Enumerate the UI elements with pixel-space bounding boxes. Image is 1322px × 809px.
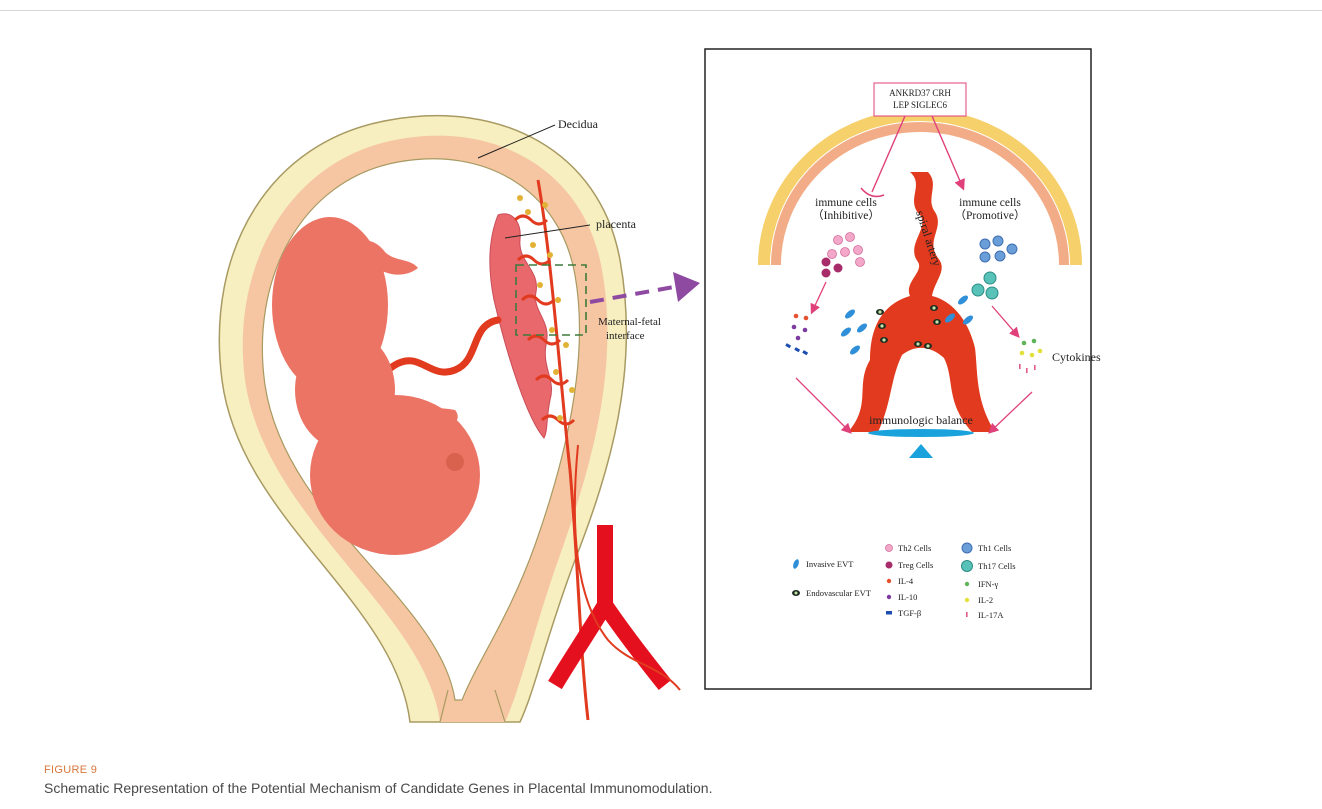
uterus-illustration — [219, 116, 700, 722]
legend-th1: Th1 Cells — [978, 543, 1011, 553]
inhibitive-line2: （Inhibitive） — [812, 209, 880, 222]
legend-th2: Th2 Cells — [898, 543, 931, 553]
figure-caption: Schematic Representation of the Potentia… — [44, 780, 713, 796]
gene-line-1: ANKRD37 CRH — [889, 88, 951, 98]
legend-ifng: IFN-γ — [978, 579, 999, 589]
label-decidua: Decidua — [558, 117, 599, 131]
label-interface-line2: interface — [606, 330, 645, 342]
promotive-line2: （Promotive） — [955, 209, 1026, 222]
label-placenta: placenta — [596, 217, 637, 231]
label-interface-line1: Maternal-fetal — [598, 316, 661, 328]
legend-il2: IL-2 — [978, 595, 993, 605]
legend-invasive-evt: Invasive EVT — [806, 559, 854, 569]
figure-label: FIGURE 9 — [44, 764, 97, 776]
legend-il4: IL-4 — [898, 576, 914, 586]
legend-treg: Treg Cells — [898, 560, 933, 570]
balance-label: immunologic balance — [869, 413, 973, 427]
legend-th17: Th17 Cells — [978, 561, 1016, 571]
cytokines-label: Cytokines — [1052, 350, 1101, 364]
legend-il10: IL-10 — [898, 592, 917, 602]
promotive-line1: immune cells — [959, 197, 1021, 209]
gene-line-2: LEP SIGLEC6 — [893, 100, 947, 110]
legend-il17a: IL-17A — [978, 610, 1004, 620]
balance-beam — [868, 429, 974, 437]
legend-endovascular-evt: Endovascular EVT — [806, 588, 872, 598]
legend-tgfb: TGF-β — [898, 608, 921, 618]
inhibitive-line1: immune cells — [815, 197, 877, 209]
